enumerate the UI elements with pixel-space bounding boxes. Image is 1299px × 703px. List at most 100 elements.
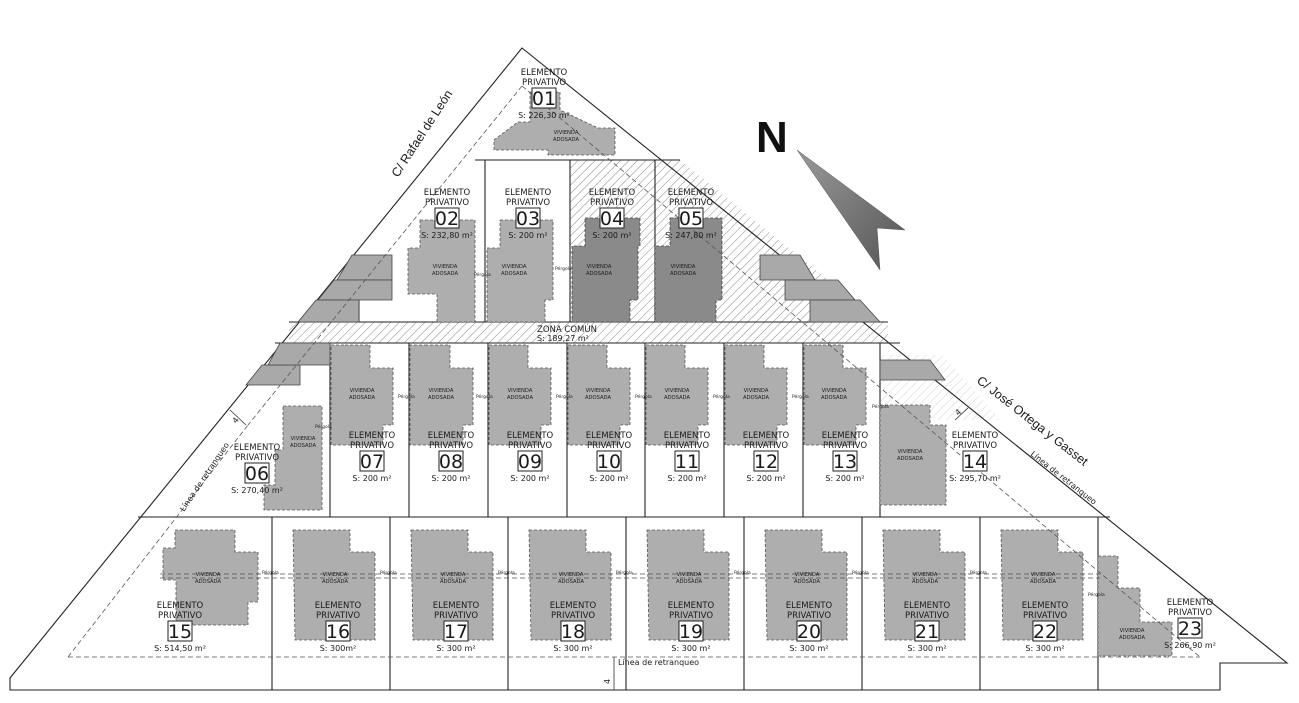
element-label: ELEMENTO [315, 601, 362, 611]
lot-number-box [325, 620, 351, 642]
lot-area: S: 200 m² [592, 231, 631, 240]
lot-number: 15 [168, 621, 192, 643]
pergola-label: Pérgola [970, 569, 987, 576]
lot-area: S: 300 m² [907, 644, 946, 653]
element-label: PRIVATIVO [158, 611, 202, 621]
lot-number-box [515, 207, 541, 229]
lot-number-box [359, 450, 385, 472]
pergola-label: Pérgola [792, 393, 809, 400]
element-label: ELEMENTO [521, 68, 568, 78]
lot-number: 11 [675, 451, 699, 473]
setback-distance-left: 4 [231, 416, 241, 426]
pergola-label: Pérgola [398, 393, 415, 400]
element-label: ELEMENTO [668, 188, 715, 198]
pergola-label: Pérgola [315, 423, 332, 430]
lot-number-box [753, 450, 779, 472]
neighbour-buildings [245, 254, 946, 386]
element-label: PRIVATIVO [506, 198, 550, 208]
lot-number: 17 [444, 621, 468, 643]
house-label: ADOSADA [322, 579, 348, 585]
pergola-label: Pérgola [262, 569, 279, 576]
pergola-label: Pérgola [498, 569, 515, 576]
lot-number: 12 [754, 451, 778, 473]
pergola-label: Pérgola [476, 393, 493, 400]
house-label: VIVIENDA [913, 572, 938, 578]
lot-area: S: 232,80 m² [421, 231, 473, 240]
lot-area: S: 300 m² [1025, 644, 1064, 653]
pergola-label: Pérgola [555, 265, 572, 272]
lot-number: 06 [245, 463, 269, 485]
element-label: PRIVATIVO [551, 611, 595, 621]
house-label: VIVIENDA [665, 388, 690, 394]
house-label: ADOSADA [664, 395, 690, 401]
lot-number-box [596, 450, 622, 472]
lot-number-box [531, 87, 557, 109]
lot-area: S: 300 m² [671, 644, 710, 653]
house-label: ADOSADA [586, 271, 612, 277]
house-label: VIVIENDA [795, 572, 820, 578]
lot-number-box [599, 207, 625, 229]
element-label: PRIVATIVO [744, 441, 788, 451]
houses [162, 91, 1173, 657]
setback-lines [67, 85, 1201, 658]
house-label: VIVIENDA [196, 572, 221, 578]
lot-number: 01 [532, 88, 556, 110]
pergola-label: Pérgola [1088, 591, 1105, 598]
element-label: PRIVATIVO [665, 441, 709, 451]
house-label: ADOSADA [897, 456, 923, 462]
house-label: ADOSADA [821, 395, 847, 401]
lot-number-box [438, 450, 464, 472]
element-label: PRIVATIVO [235, 453, 279, 463]
setback-distance-bottom: 4 [603, 679, 612, 684]
north-label: N [756, 113, 788, 162]
lot-number-box [1177, 617, 1203, 639]
site-boundary [9, 47, 1289, 691]
element-label: PRIVATIVO [669, 198, 713, 208]
lot-number-box [962, 450, 988, 472]
house-label: VIVIENDA [429, 388, 454, 394]
element-label: PRIVATIVO [1168, 608, 1212, 618]
element-label: ELEMENTO [786, 601, 833, 611]
lot-number: 18 [561, 621, 585, 643]
lot-number: 03 [516, 208, 540, 230]
house-label: VIVIENDA [433, 264, 458, 270]
lot-number-box [678, 207, 704, 229]
lot-number-box [434, 207, 460, 229]
lot-area: S: 200 m² [589, 474, 628, 483]
element-label: ELEMENTO [589, 188, 636, 198]
house-label: VIVIENDA [291, 436, 316, 442]
house-label: VIVIENDA [677, 572, 702, 578]
house-label: ADOSADA [676, 579, 702, 585]
lot-number: 09 [518, 451, 542, 473]
element-label: PRIVATIVO [508, 441, 552, 451]
element-label: ELEMENTO [234, 443, 281, 453]
lot-area: S: 514,50 m² [154, 644, 206, 653]
house-label: ADOSADA [743, 395, 769, 401]
house-label: VIVIENDA [554, 130, 579, 136]
lot-area: S: 300 m² [436, 644, 475, 653]
lot-number: 16 [326, 621, 350, 643]
lot-number: 08 [439, 451, 463, 473]
pergola-label: Pérgola [556, 393, 573, 400]
lot-area: S: 300m² [320, 644, 357, 653]
lot-area: S: 200 m² [667, 474, 706, 483]
pergola-label: Pérgola [380, 569, 397, 576]
pergola-label: Pérgola [734, 569, 751, 576]
lot-number-box [560, 620, 586, 642]
setback-label-left: Línea de retranqueo [178, 441, 231, 513]
house-label: VIVIENDA [350, 388, 375, 394]
pergola-label: Pérgola [616, 569, 633, 576]
house-label: VIVIENDA [898, 449, 923, 455]
